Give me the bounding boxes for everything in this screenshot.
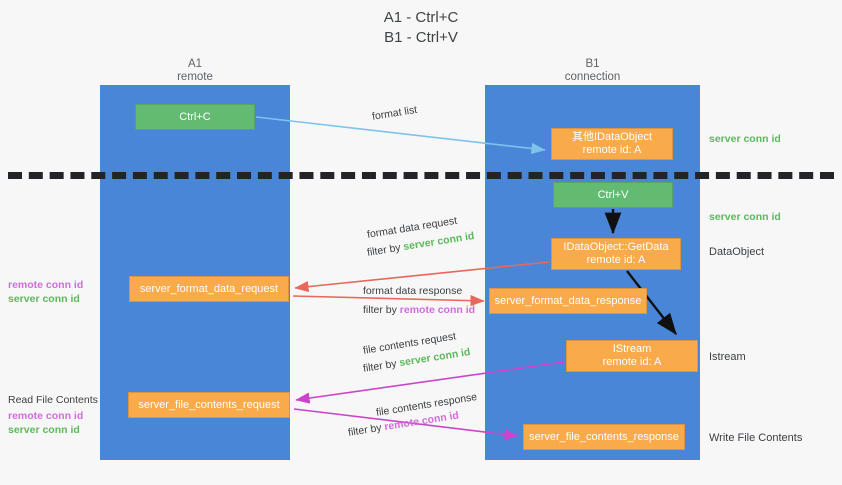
label-format-data-response: format data response filter by remote co… <box>363 284 475 318</box>
annotation-read-file-contents: Read File Contents remote conn id server… <box>8 393 98 437</box>
annotation-right-server-conn-id-mid-text: server conn id <box>709 211 781 223</box>
box-server-format-data-response[interactable]: server_format_data_response <box>489 288 647 314</box>
lane-a1-name: A1 <box>187 58 203 70</box>
annotation-read-remote-conn-id: remote conn id <box>8 410 84 422</box>
label-fcreq-filter-prefix: filter by <box>362 357 401 375</box>
box-server-format-data-response-label: server_format_data_response <box>494 294 642 307</box>
label-fdreq-filter-prefix: filter by <box>366 241 405 259</box>
annotation-right-server-conn-id-mid: server conn id <box>709 210 781 224</box>
title-line-2: B1 - Ctrl+V <box>384 29 458 46</box>
box-ctrl-c-label: Ctrl+C <box>179 110 211 123</box>
box-istream-label: IStream <box>612 343 652 355</box>
label-format-list-text: format list <box>371 103 418 123</box>
title-line-1: A1 - Ctrl+C <box>383 9 459 26</box>
phase-divider <box>8 172 834 179</box>
label-fcresp-filter-prefix: filter by <box>347 421 386 439</box>
annotation-right-server-conn-id-top: server conn id <box>709 132 781 146</box>
label-file-contents-response: file contents response filter by remote … <box>347 391 478 441</box>
annotation-top-server-conn-id: server conn id <box>8 293 80 305</box>
box-server-file-contents-request[interactable]: server_file_contents_request <box>128 392 290 418</box>
box-istream[interactable]: IStream remote id: A <box>566 340 698 372</box>
lane-header-b1: B1 connection <box>485 58 700 84</box>
annotation-dataobject: DataObject <box>709 245 764 259</box>
annotation-istream: Istream <box>709 350 746 364</box>
annotation-conn-ids-top: remote conn id server conn id <box>8 278 83 306</box>
box-server-format-data-request-label: server_format_data_request <box>139 282 279 295</box>
box-idataobject-remote-id: remote id: A <box>582 144 642 156</box>
label-fdresp-filter-value: remote conn id <box>399 304 476 316</box>
label-file-contents-request: file contents request filter by server c… <box>362 330 471 377</box>
label-format-data-response-filter: filter by remote conn id <box>363 303 475 318</box>
annotation-istream-text: Istream <box>709 351 746 363</box>
label-format-data-request: format data request filter by server con… <box>366 215 475 261</box>
annotation-dataobject-text: DataObject <box>709 246 765 258</box>
box-ctrl-c[interactable]: Ctrl+C <box>135 104 255 130</box>
lane-header-a1: A1 remote <box>100 58 290 84</box>
annotation-read-server-conn-id: server conn id <box>8 424 80 436</box>
annotation-read-file-contents-title: Read File Contents <box>8 394 98 406</box>
lane-b1-name: B1 <box>585 58 600 70</box>
box-server-file-contents-request-label: server_file_contents_request <box>138 398 280 411</box>
box-ctrl-v-label: Ctrl+V <box>597 188 629 201</box>
box-istream-remote-id: remote id: A <box>602 356 662 368</box>
box-getdata-remote-id: remote id: A <box>586 254 646 266</box>
annotation-right-server-conn-id-top-text: server conn id <box>709 133 781 145</box>
page-title: A1 - Ctrl+C B1 - Ctrl+V <box>0 8 842 48</box>
annotation-write-file-contents: Write File Contents <box>709 431 802 445</box>
box-server-file-contents-response[interactable]: server_file_contents_response <box>523 424 685 450</box>
label-format-list: format list <box>371 104 418 125</box>
label-fdresp-filter-prefix: filter by <box>363 304 400 316</box>
box-idataobject-label: 其他IDataObject <box>571 131 653 143</box>
box-getdata-label: IDataObject::GetData <box>563 241 669 253</box>
annotation-top-remote-conn-id: remote conn id <box>8 279 84 291</box>
box-server-file-contents-response-label: server_file_contents_response <box>529 430 679 443</box>
box-idataobject-getdata[interactable]: IDataObject::GetData remote id: A <box>551 238 681 270</box>
box-idataobject[interactable]: 其他IDataObject remote id: A <box>551 128 673 160</box>
annotation-write-file-contents-text: Write File Contents <box>709 432 803 444</box>
lane-b1-sub: connection <box>564 71 621 83</box>
label-format-data-response-line1: format data response <box>363 285 463 297</box>
box-server-format-data-request[interactable]: server_format_data_request <box>129 276 289 302</box>
box-ctrl-v[interactable]: Ctrl+V <box>553 182 673 208</box>
lane-a1-sub: remote <box>177 71 213 83</box>
